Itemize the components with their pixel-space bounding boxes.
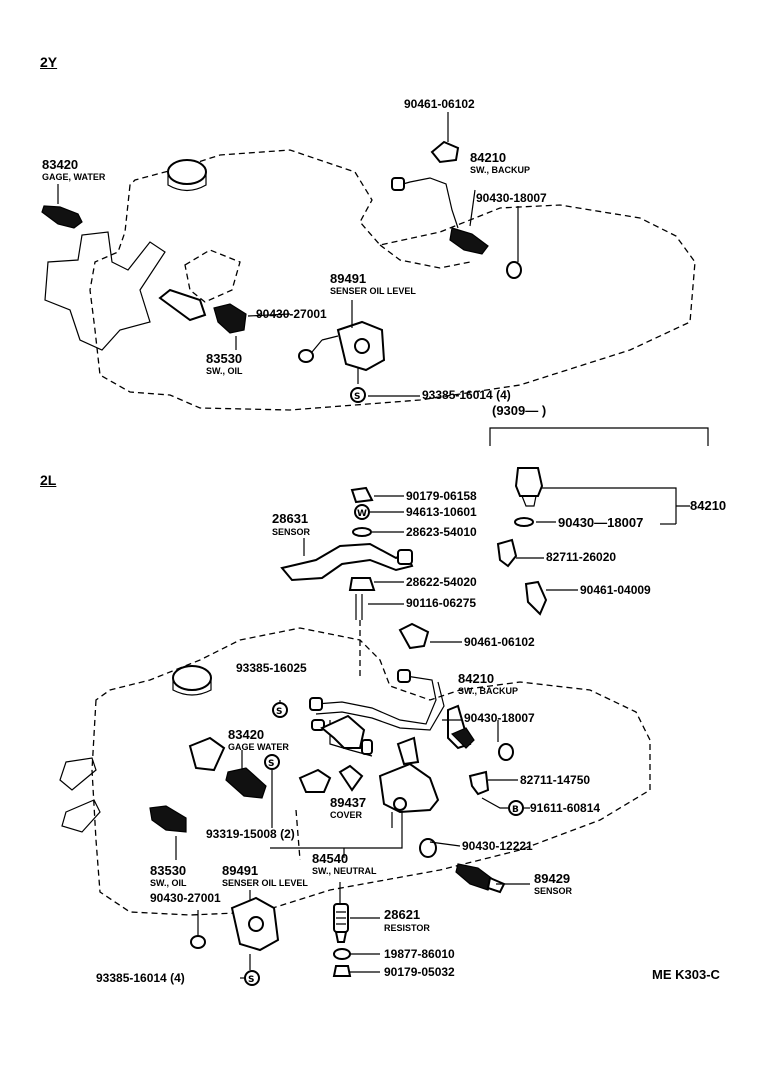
label-89437: 89437: [330, 795, 367, 810]
sw-oil-top: [213, 303, 247, 334]
label-90430-12221: 90430-12221: [462, 839, 533, 853]
label-83420-bottom: 83420: [228, 727, 265, 742]
sw-backup-bottom: [447, 704, 514, 761]
label-89491-bottom: 89491: [222, 863, 259, 878]
label-83530-bottom: 83530: [150, 863, 187, 878]
label-90430-18007-bottom: 90430-18007: [464, 711, 535, 725]
label-90430-27001-bottom: 90430-27001: [150, 891, 221, 905]
footer-code: ME K303-C: [652, 967, 720, 982]
label-sw-oil-bottom: SW., OIL: [150, 878, 187, 888]
label-93385-16025: 93385-16025: [236, 661, 307, 675]
label-bracket-9309: (9309— ): [492, 403, 547, 418]
sensor-28631: W: [280, 486, 414, 620]
label-90430-18007-right: 90430—18007: [558, 515, 644, 530]
label-90430-18007-top: 90430-18007: [476, 191, 547, 205]
label-90461-06102-top: 90461-06102: [404, 97, 475, 111]
label-gage-water-top: GAGE, WATER: [42, 172, 106, 182]
label-84210-right: 84210: [690, 498, 727, 513]
label-84210-top: 84210: [470, 150, 507, 165]
label-82711-14750: 82711-14750: [520, 773, 591, 787]
sw-backup-top: [391, 140, 522, 279]
label-resistor: RESISTOR: [384, 923, 430, 933]
label-84540: 84540: [312, 851, 349, 866]
resistor-28621: [332, 882, 352, 977]
label-90179-06158: 90179-06158: [406, 489, 477, 503]
label-cover: COVER: [330, 810, 363, 820]
label-83420-top: 83420: [42, 157, 79, 172]
label-93385-16014-top: 93385-16014 (4): [422, 388, 511, 402]
label-sensor-89429: SENSOR: [534, 886, 573, 896]
label-89429: 89429: [534, 871, 571, 886]
label-senser-oil-level-top: SENSER OIL LEVEL: [330, 286, 416, 296]
label-90430-27001-top: 90430-27001: [256, 307, 327, 321]
label-19877-86010: 19877-86010: [384, 947, 455, 961]
label-senser-oil-level-bottom: SENSER OIL LEVEL: [222, 878, 308, 888]
gasket-top: [298, 349, 314, 363]
label-82711-26020: 82711-26020: [546, 550, 617, 564]
label-84210-bottom: 84210: [458, 671, 495, 686]
engine-outline-bottom: [59, 627, 651, 916]
label-sw-neutral: SW., NEUTRAL: [312, 866, 377, 876]
label-93385-16014-bottom: 93385-16014 (4): [96, 971, 185, 985]
section-2y: 2Y: [40, 54, 58, 70]
label-sw-backup-bottom: SW., BACKUP: [458, 686, 519, 696]
marker-b: B: [512, 805, 519, 815]
label-90116-06275: 90116-06275: [406, 596, 477, 610]
label-93319-15008: 93319-15008 (2): [206, 827, 295, 841]
label-28622-54020: 28622-54020: [406, 575, 477, 589]
label-90461-06102-bottom: 90461-06102: [464, 635, 535, 649]
label-94613-10601: 94613-10601: [406, 505, 477, 519]
sw-backup-detail: [496, 467, 548, 616]
label-28623-54010: 28623-54010: [406, 525, 477, 539]
label-90179-05032: 90179-05032: [384, 965, 455, 979]
label-gage-water-bottom: GAGE WATER: [228, 742, 289, 752]
marker-s-top: S: [354, 392, 360, 402]
wiring-harness: [298, 669, 445, 793]
marker-s-15008: S: [268, 759, 274, 769]
label-89491-top: 89491: [330, 271, 367, 286]
section-2l: 2L: [40, 472, 57, 488]
label-91611-60814: 91611-60814: [530, 801, 601, 815]
label-sw-backup-top: SW., BACKUP: [470, 165, 531, 175]
marker-w: W: [357, 509, 367, 519]
engine-outline-top: [44, 149, 696, 411]
label-83530-top: 83530: [206, 351, 243, 366]
label-28631: 28631: [272, 511, 309, 526]
marker-s-16025: S: [276, 707, 282, 717]
label-sensor-28631: SENSOR: [272, 527, 311, 537]
marker-s-bottom: S: [248, 975, 254, 985]
label-28621: 28621: [384, 907, 421, 922]
gage-water-top: [41, 205, 83, 229]
label-sw-oil-top: SW., OIL: [206, 366, 243, 376]
sw-neutral: [378, 736, 440, 814]
senser-oil-level-top: [321, 320, 386, 372]
label-90461-04009: 90461-04009: [580, 583, 651, 597]
